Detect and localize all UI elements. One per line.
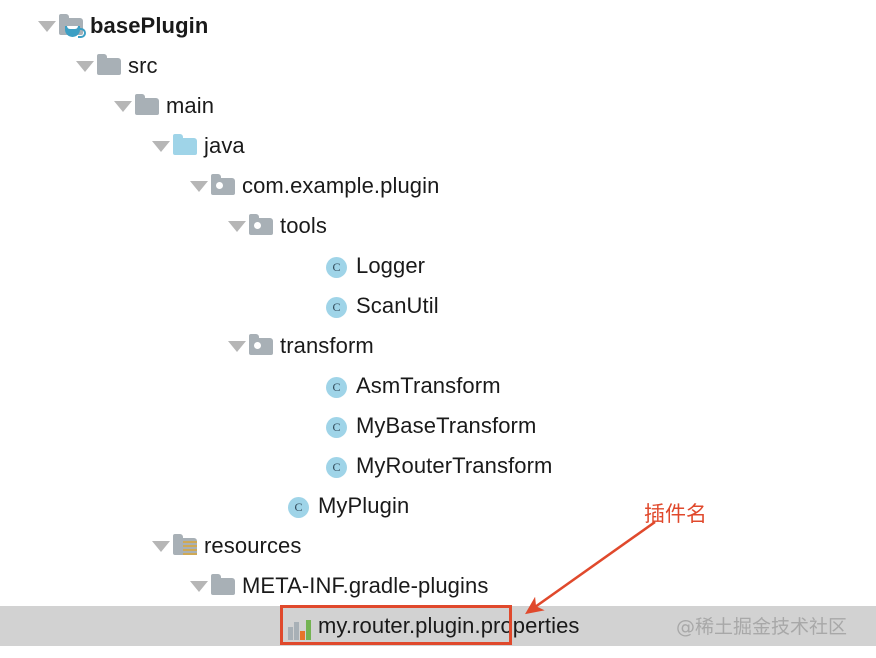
tree-row[interactable]: transform — [0, 326, 876, 366]
tree-row-label: main — [166, 93, 215, 118]
class-icon: C — [324, 253, 350, 279]
tree-row[interactable]: main — [0, 86, 876, 126]
folder-icon — [134, 93, 160, 119]
tree-row-label: basePlugin — [90, 13, 209, 38]
chevron-down-icon[interactable] — [150, 126, 172, 166]
class-icon: C — [324, 293, 350, 319]
tree-spacer — [302, 446, 324, 486]
class-icon: C — [286, 493, 312, 519]
tree-spacer — [264, 606, 286, 646]
tree-spacer — [302, 286, 324, 326]
package-icon — [248, 213, 274, 239]
class-icon: C — [324, 453, 350, 479]
tree-row-label: java — [204, 133, 245, 158]
tree-spacer — [264, 486, 286, 526]
watermark-label: @稀土掘金技术社区 — [676, 616, 848, 638]
properties-file-icon — [286, 613, 312, 640]
tree-row[interactable]: basePlugin — [0, 6, 876, 46]
tree-row[interactable]: java — [0, 126, 876, 166]
chevron-down-icon[interactable] — [188, 566, 210, 606]
folder-source-icon — [172, 133, 198, 159]
tree-row-label: MyRouterTransform — [356, 453, 553, 478]
tree-row-label: AsmTransform — [356, 373, 501, 398]
tree-row-label: Logger — [356, 253, 426, 278]
tree-row-label: tools — [280, 213, 327, 238]
tree-row[interactable]: tools — [0, 206, 876, 246]
tree-spacer — [302, 246, 324, 286]
chevron-down-icon[interactable] — [74, 46, 96, 86]
tree-spacer — [302, 406, 324, 446]
tree-row[interactable]: com.example.plugin — [0, 166, 876, 206]
tree-row-label: resources — [204, 533, 302, 558]
folder-icon — [96, 53, 122, 79]
tree-row-selected[interactable]: my.router.plugin.properties — [0, 606, 876, 646]
tree-row[interactable]: src — [0, 46, 876, 86]
chevron-down-icon[interactable] — [226, 206, 248, 246]
tree-row-label: MyPlugin — [318, 493, 410, 518]
folder-java-icon — [58, 13, 86, 39]
tree-row-label: ScanUtil — [356, 293, 439, 318]
chevron-down-icon[interactable] — [226, 326, 248, 366]
chevron-down-icon[interactable] — [112, 86, 134, 126]
class-icon: C — [324, 413, 350, 439]
folder-icon — [210, 573, 236, 599]
class-icon: C — [324, 373, 350, 399]
package-icon — [210, 173, 236, 199]
tree-row-label: my.router.plugin.properties — [318, 613, 580, 638]
tree-row[interactable]: META-INF.gradle-plugins — [0, 566, 876, 606]
tree-row-label: com.example.plugin — [242, 173, 440, 198]
tree-spacer — [302, 366, 324, 406]
tree-row-label: MyBaseTransform — [356, 413, 537, 438]
tree-row-label: transform — [280, 333, 374, 358]
tree-row-label: src — [128, 53, 158, 78]
tree-row[interactable]: resources — [0, 526, 876, 566]
tree-row-label: META-INF.gradle-plugins — [242, 573, 489, 598]
chevron-down-icon[interactable] — [36, 6, 58, 46]
chevron-down-icon[interactable] — [188, 166, 210, 206]
folder-resources-icon — [172, 533, 198, 559]
chevron-down-icon[interactable] — [150, 526, 172, 566]
package-icon — [248, 333, 274, 359]
